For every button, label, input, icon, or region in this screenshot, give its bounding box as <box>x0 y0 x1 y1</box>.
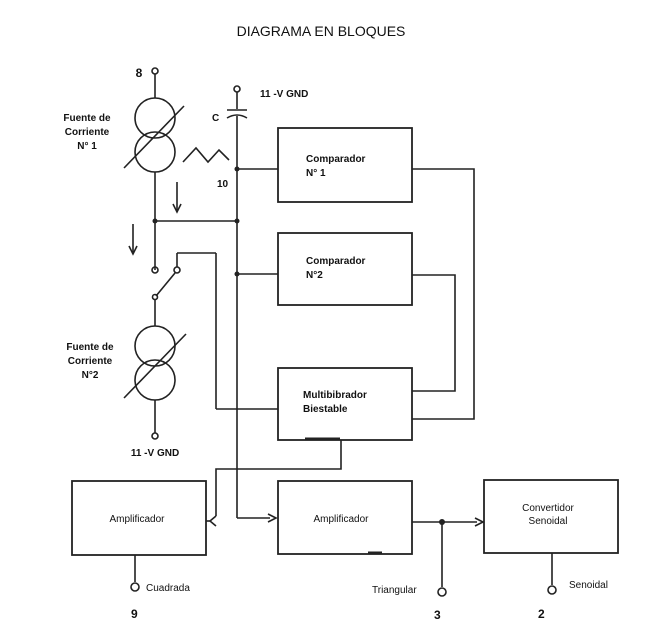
capacitor <box>226 85 278 523</box>
output-sine-label: Senoidal <box>569 580 608 591</box>
source1-label-line2: Corriente <box>65 127 110 138</box>
comparator-2-block <box>277 232 413 306</box>
arrow-down-icon <box>172 182 182 214</box>
pin-9-label: 9 <box>131 607 138 621</box>
output-triangular-label: Triangular <box>372 585 417 596</box>
arrow-down-icon <box>128 224 138 256</box>
diagram-title: DIAGRAMA EN BLOQUES <box>237 23 406 39</box>
capacitor-label: C <box>212 113 219 124</box>
triangle-wave-icon <box>182 146 230 164</box>
amplifier-left-label: Amplificador <box>109 514 165 525</box>
multivibrator-block <box>277 367 413 441</box>
comparator-1-label-line2: N° 1 <box>306 168 326 179</box>
pin-10-label: 10 <box>217 179 229 190</box>
converter-label-line1: Convertidor <box>522 503 574 514</box>
comparator-1-label-line1: Comparador <box>306 154 366 165</box>
comparator-2-label-line2: N°2 <box>306 270 323 281</box>
source2-label-line2: Corriente <box>68 356 113 367</box>
gnd-bottom-label: 11 -V GND <box>131 448 179 459</box>
amplifier-left-block <box>71 480 207 556</box>
current-source-2 <box>123 300 187 440</box>
output-square-label: Cuadrada <box>146 583 190 594</box>
source2-label-line3: N°2 <box>82 370 99 381</box>
comparator-2-label-line1: Comparador <box>306 256 366 267</box>
source1-label-line1: Fuente de <box>63 113 111 124</box>
pin-8-label: 8 <box>136 66 143 80</box>
pin-2-label: 2 <box>538 607 545 621</box>
converter-label-line2: Senoidal <box>529 516 568 527</box>
gnd-top-label: 11 -V GND <box>260 89 308 100</box>
source2-label-line1: Fuente de <box>66 342 114 353</box>
amplifier-center-label: Amplificador <box>313 514 369 525</box>
switch <box>151 252 278 410</box>
multivibrator-label-line1: Multibibrador <box>303 390 367 401</box>
comparator-1-block <box>277 127 413 203</box>
pin-3-label: 3 <box>434 608 441 622</box>
multivibrator-label-line2: Biestable <box>303 404 348 415</box>
amplifier-center-block <box>277 480 413 555</box>
sine-converter-block <box>483 479 619 554</box>
source1-label-line3: N° 1 <box>77 141 97 152</box>
